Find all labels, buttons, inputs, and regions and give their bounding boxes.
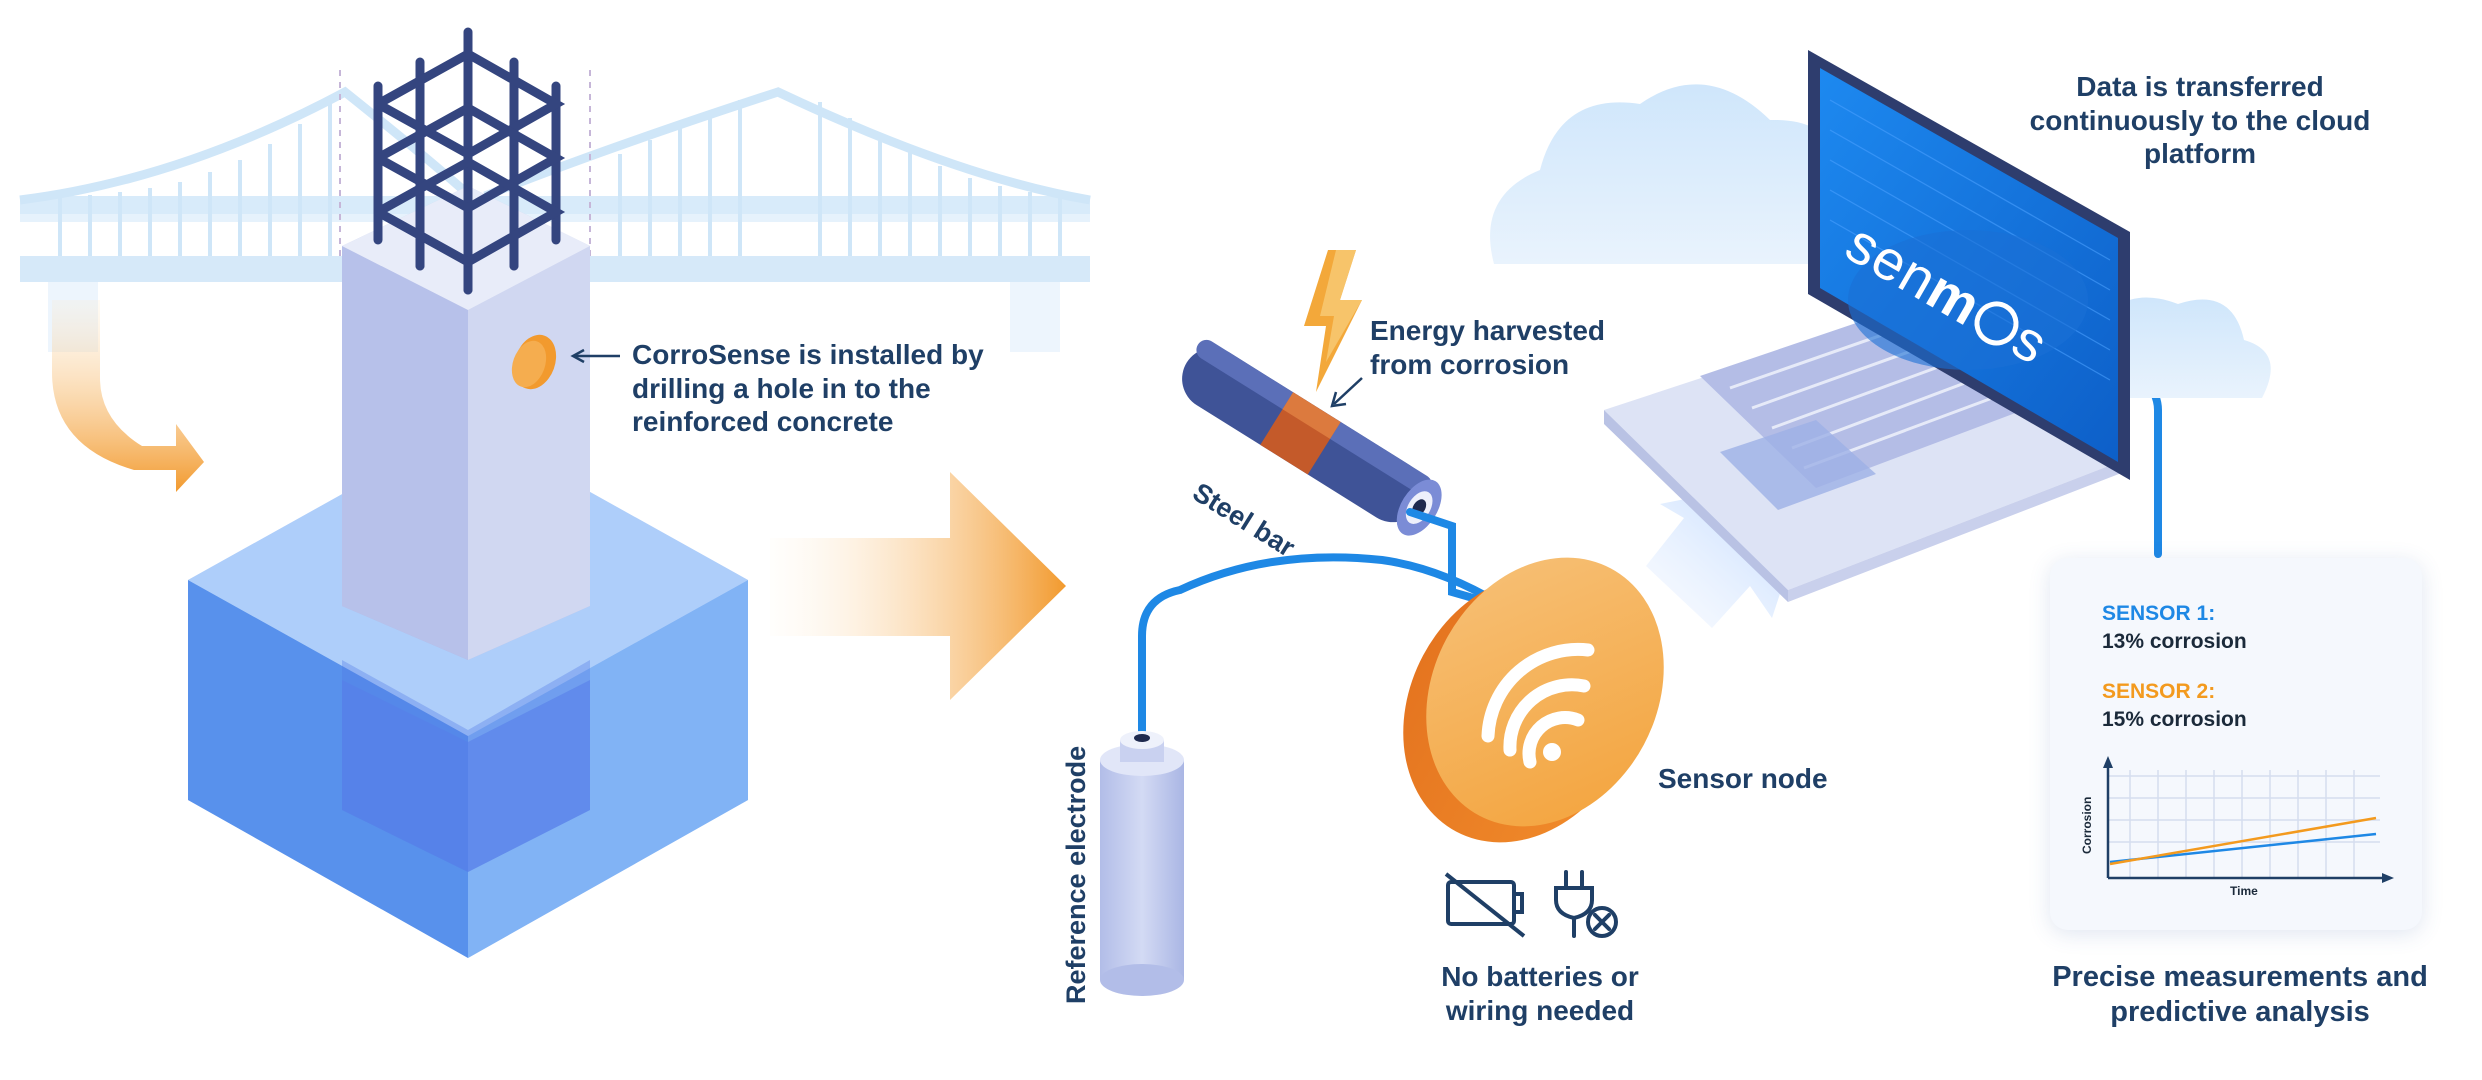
concrete-column <box>342 186 590 872</box>
installation-label-line-2: drilling a hole in to the <box>632 372 931 404</box>
analysis-card: SENSOR 1: 13% corrosion SENSOR 2: 15% co… <box>2050 558 2422 930</box>
cloud-icon <box>1490 84 1860 264</box>
data-transfer-label: Data is transferred continuously to the … <box>2000 70 2400 171</box>
flow-arrow-curved <box>52 300 204 492</box>
no-batteries-label: No batteries or wiring needed <box>1400 960 1680 1027</box>
no-plug-icon <box>1554 870 1618 938</box>
sensor1-title: SENSOR 1: <box>2102 602 2216 625</box>
no-battery-icon <box>1444 872 1526 938</box>
energy-label-line-1: Energy harvested <box>1370 315 1605 346</box>
installation-label-line-3: reinforced concrete <box>632 406 894 438</box>
data-transfer-line-1: Data is transferred <box>2076 71 2324 102</box>
rebar-cage <box>373 27 566 295</box>
precise-label: Precise measurements and predictive anal… <box>2040 960 2440 1030</box>
x-axis-label: Time <box>2230 884 2258 898</box>
concrete-foundation <box>188 424 748 958</box>
steel-bar <box>1182 339 1442 536</box>
corrosion-mini-chart <box>2103 756 2394 883</box>
installation-label: CorroSense is installed by drilling a ho… <box>632 338 1052 439</box>
reference-electrode <box>1100 731 1184 996</box>
reference-electrode-label: Reference electrode <box>1061 745 1091 1004</box>
laptop <box>1604 50 2130 602</box>
sensor-node-label: Sensor node <box>1658 763 1828 794</box>
installation-label-line-1: CorroSense is installed by <box>632 339 984 370</box>
sensor1-value: 13% corrosion <box>2102 630 2247 653</box>
data-transfer-line-3: platform <box>2144 138 2256 170</box>
sensor2-value: 15% corrosion <box>2102 708 2247 731</box>
no-batteries-line-2: wiring needed <box>1445 994 1635 1026</box>
sensor2-line <box>2109 816 2377 866</box>
energy-label: Energy harvested from corrosion <box>1370 314 1670 381</box>
y-axis-arrow <box>2103 756 2113 768</box>
precise-label-line-2: predictive analysis <box>2110 995 2370 1028</box>
flow-arrow-large <box>770 472 1066 700</box>
wifi-icon <box>1481 642 1595 769</box>
no-batteries-line-1: No batteries or <box>1441 961 1639 992</box>
sensor2-title: SENSOR 2: <box>2102 680 2216 703</box>
y-axis-label: Corrosion <box>2080 796 2094 854</box>
precise-label-line-1: Precise measurements and <box>2052 961 2428 993</box>
data-transfer-line-2: continuously to the cloud <box>2029 104 2371 136</box>
lightning-icon <box>1304 250 1362 392</box>
energy-label-line-2: from corrosion <box>1370 348 1570 380</box>
x-axis-arrow <box>2382 873 2394 883</box>
column-sensor-marker <box>511 334 620 390</box>
